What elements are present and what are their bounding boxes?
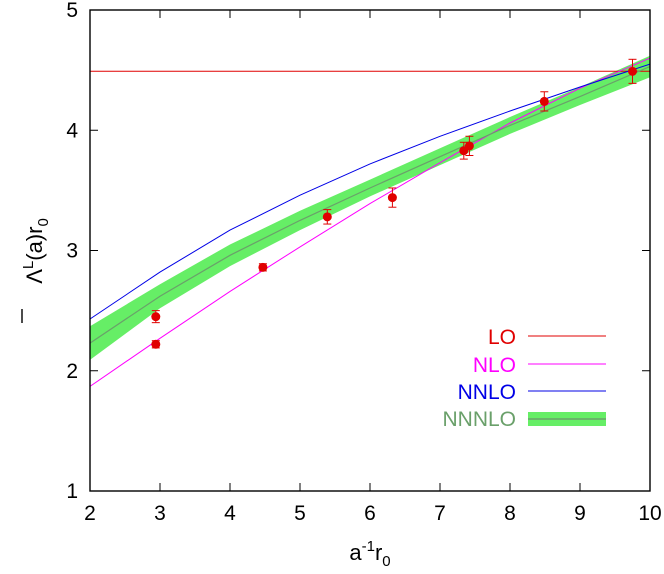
x-tick-label: 6 [364, 502, 376, 525]
y-axis-label-sup: L [20, 261, 37, 269]
data-point [628, 58, 637, 84]
y-tick-label: 5 [66, 0, 78, 22]
data-point [258, 262, 268, 272]
x-axis-label-sup: -1 [362, 538, 375, 555]
x-axis-label-mid: r [375, 540, 382, 565]
point-marker [151, 339, 161, 349]
data-point [539, 91, 549, 112]
x-axis-label-sub: 0 [382, 553, 390, 570]
x-tick-label: 5 [294, 502, 306, 525]
legend: LO NLO NNLO NNNLO [442, 326, 606, 431]
x-tick-label: 9 [574, 502, 586, 525]
point-marker [322, 212, 332, 222]
point-marker [539, 96, 549, 106]
y-axis-label-sub: 0 [35, 218, 52, 226]
x-tick-label: 3 [154, 502, 166, 525]
x-tick-label: 4 [224, 502, 236, 525]
y-tick-label: 1 [66, 480, 78, 503]
point-marker [258, 262, 268, 272]
y-tick-label: 2 [66, 360, 78, 383]
legend-label-nnlo: NNLO [458, 381, 516, 404]
y-axis-label-base: Λ [22, 269, 47, 284]
x-tick-label: 8 [504, 502, 516, 525]
y-tick-label: 4 [66, 119, 78, 142]
data-point [151, 310, 161, 324]
nnnlo-band [90, 55, 650, 360]
x-axis-label: a-1r0 [349, 538, 390, 570]
plot-content [89, 55, 651, 387]
series-line-nnlo [89, 63, 651, 320]
series-line-nnnlo [89, 65, 651, 344]
x-ticks: 2 3 4 5 6 7 8 9 10 [84, 10, 662, 525]
x-tick-label: 10 [638, 502, 661, 525]
data-point [151, 339, 161, 349]
y-tick-label: 3 [66, 240, 78, 263]
point-marker [151, 312, 161, 322]
legend-label-nlo: NLO [473, 354, 516, 377]
point-marker [464, 141, 474, 151]
data-point [387, 187, 397, 208]
y-ticks: 1 2 3 4 5 [66, 0, 650, 503]
point-marker [387, 193, 397, 203]
legend-label-lo: LO [488, 326, 516, 349]
y-axis-label-mid: (a)r [22, 227, 47, 261]
y-axis-label-group: ΛL(a)r0 [20, 218, 52, 323]
data-point [464, 135, 474, 157]
x-tick-label: 7 [434, 502, 446, 525]
y-axis-label: ΛL(a)r0 [20, 218, 52, 284]
point-marker [628, 66, 637, 76]
x-axis-label-base: a [349, 540, 362, 565]
series-line-nlo [89, 57, 651, 387]
legend-label-nnnlo: NNNLO [442, 408, 516, 431]
x-tick-label: 2 [84, 502, 96, 525]
data-point [322, 209, 332, 225]
